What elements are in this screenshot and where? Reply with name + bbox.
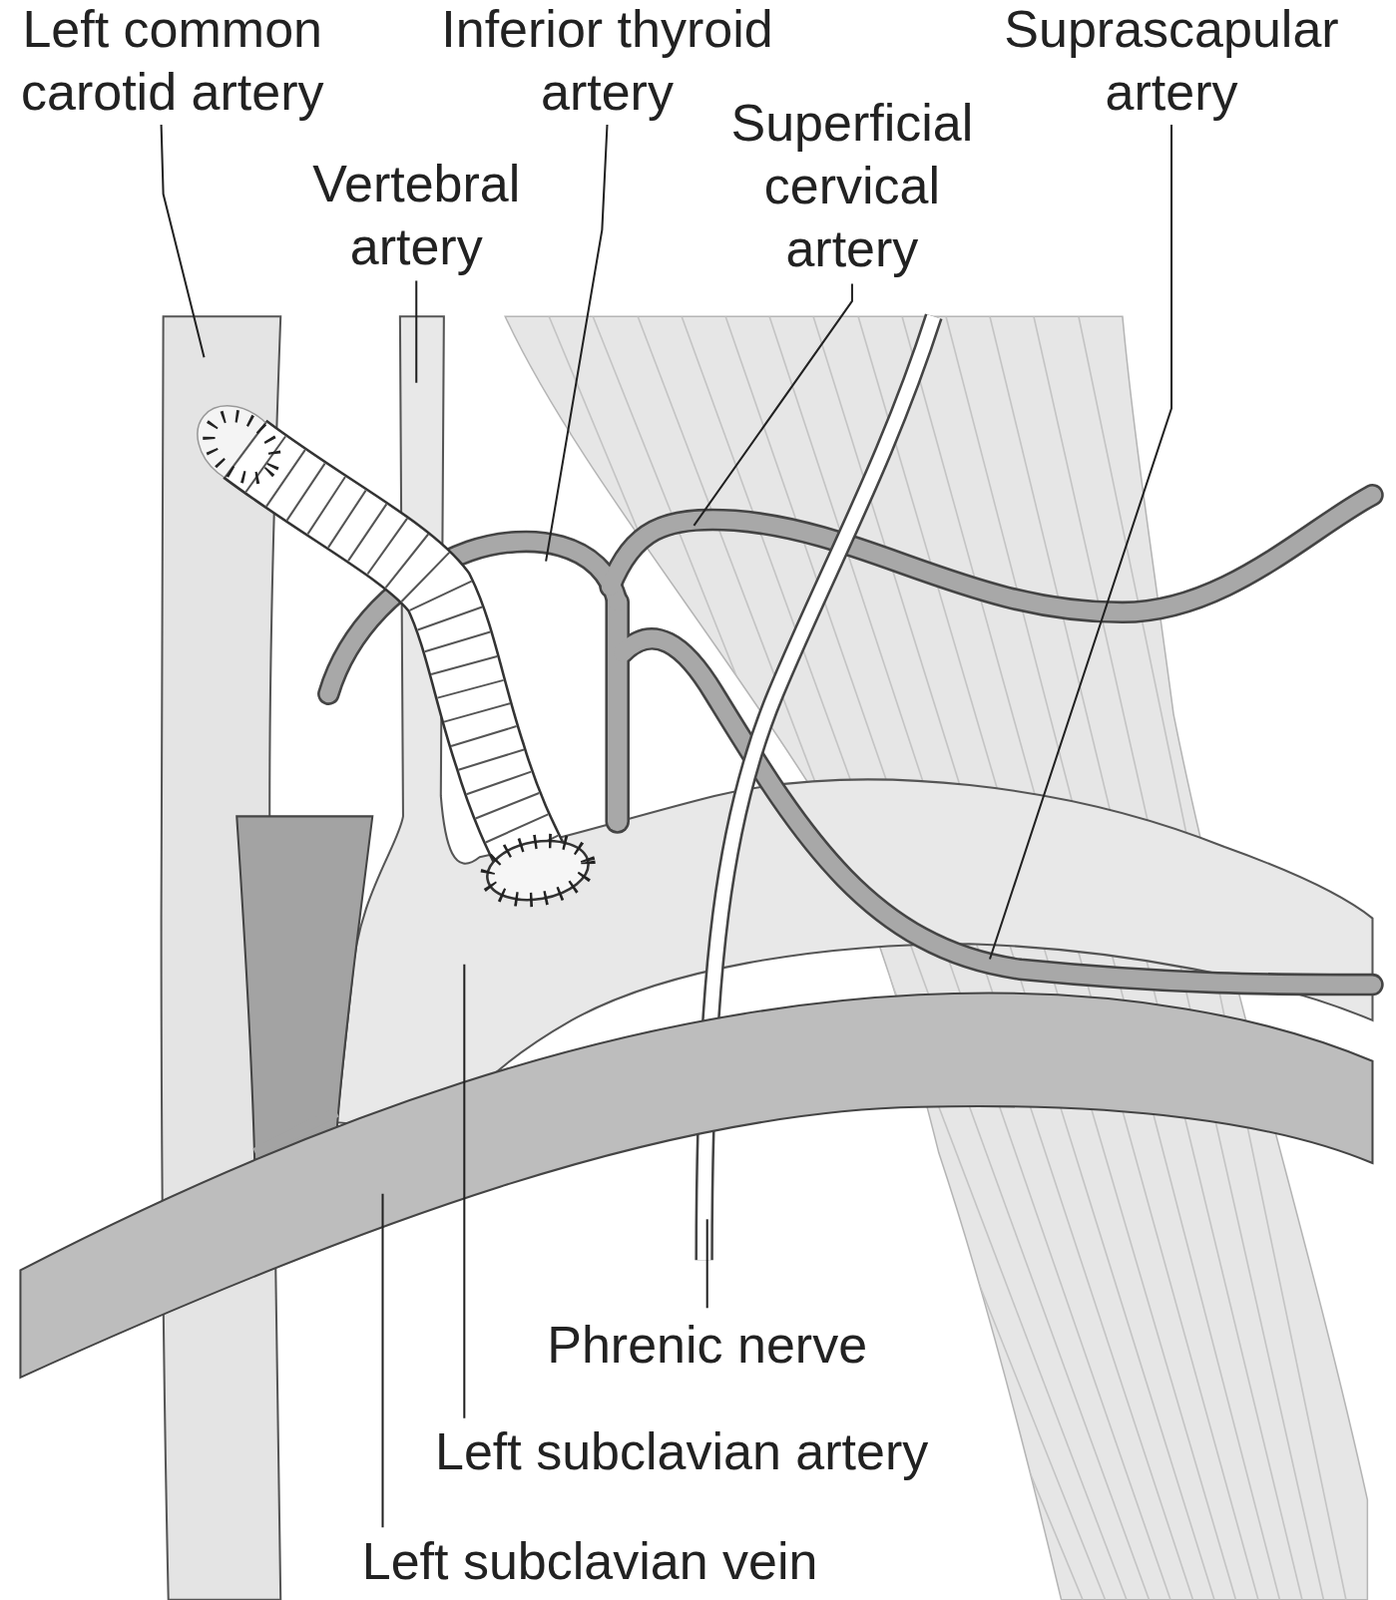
vein-junction <box>255 1112 338 1154</box>
structure-label: Left subclavian vein <box>304 1530 877 1594</box>
structure-label: Phrenic nerve <box>492 1314 923 1378</box>
structure-label: Left subclavian artery <box>365 1420 998 1484</box>
structure-label: Left common carotid artery <box>3 0 341 124</box>
structure-label: Suprascapular artery <box>982 0 1361 124</box>
structure-label: Superficial cervical artery <box>709 91 995 281</box>
subclavian-vein <box>19 993 1373 1379</box>
structure-label: Vertebral artery <box>288 152 544 279</box>
leader-lines <box>161 124 1172 1528</box>
